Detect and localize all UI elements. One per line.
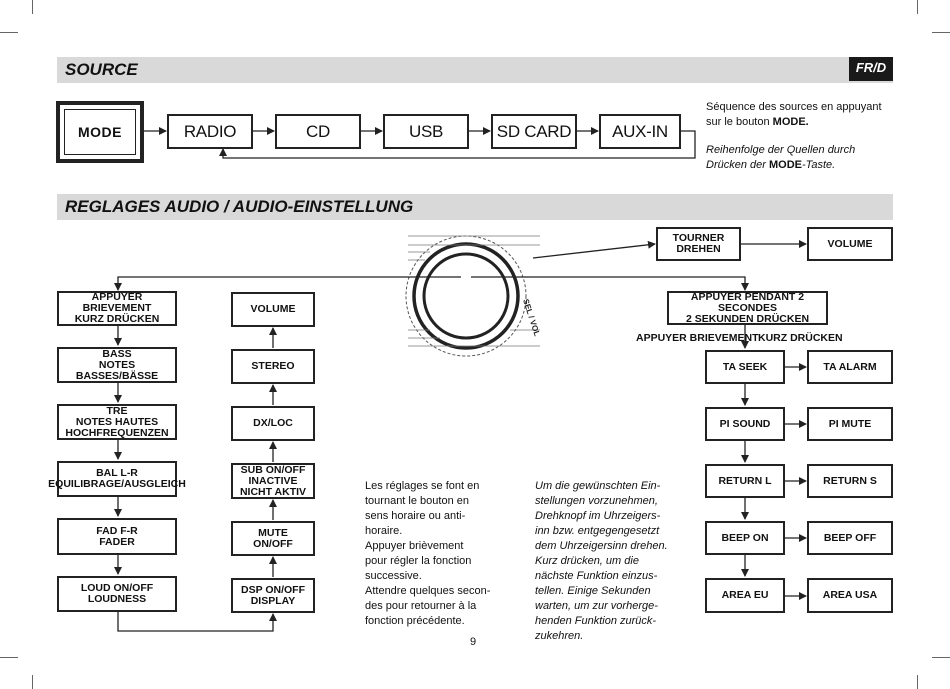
mode-button[interactable]: MODE [56,101,144,163]
right-return-s: RETURN S [807,464,893,498]
source-sd-card: SD CARD [491,114,577,149]
col2-volume: VOLUME [231,292,315,327]
right-beep-on: BEEP ON [705,521,785,555]
crop-mark [0,657,18,658]
source-title: SOURCE [65,60,138,79]
col2-dx-loc: DX/LOC [231,406,315,441]
crop-mark [32,0,33,14]
crop-mark [932,32,950,33]
source-description-fr: Séquence des sources en appuyant sur le … [706,101,882,128]
instructions-fr: Les réglages se font en tournant le bout… [365,480,491,627]
crop-mark [932,657,950,658]
col2-stereo: STEREO [231,349,315,384]
mode-button-label: MODE [64,109,136,155]
source-usb: USB [383,114,469,149]
instructions-de: Um die gewünschten Ein- stellungen vorzu… [535,480,668,642]
source-description-de: Reihenfolge der Quellen durch Drücken de… [706,144,856,171]
source-cd: CD [275,114,361,149]
right-pi-sound: PI SOUND [705,407,785,441]
right-ta-seek: TA SEEK [705,350,785,384]
short-press-label-fr: APPUYER BRIEVEMENT [636,332,759,344]
crop-mark [917,675,918,689]
source-radio: RADIO [167,114,253,149]
audio-header-bar: REGLAGES AUDIO / AUDIO-EINSTELLUNG [57,194,893,220]
right-beep-off: BEEP OFF [807,521,893,555]
right-ta-alarm: TA ALARM [807,350,893,384]
knob-label: SEL / VOL [521,298,542,338]
crop-mark [32,675,33,689]
right-return-l: RETURN L [705,464,785,498]
crop-mark [0,32,18,33]
short-press-label-de: KURZ DRÜCKEN [758,332,843,344]
right-pi-mute: PI MUTE [807,407,893,441]
audio-title: REGLAGES AUDIO / AUDIO-EINSTELLUNG [65,197,414,216]
right-area-eu: AREA EU [705,578,785,613]
right-area-usa: AREA USA [807,578,893,613]
page-number: 9 [470,636,477,648]
volume-box: VOLUME [807,227,893,261]
language-tag: FR/D [849,57,893,81]
source-header-bar: SOURCE [57,57,893,83]
source-aux-in: AUX-IN [599,114,681,149]
crop-mark [917,0,918,14]
